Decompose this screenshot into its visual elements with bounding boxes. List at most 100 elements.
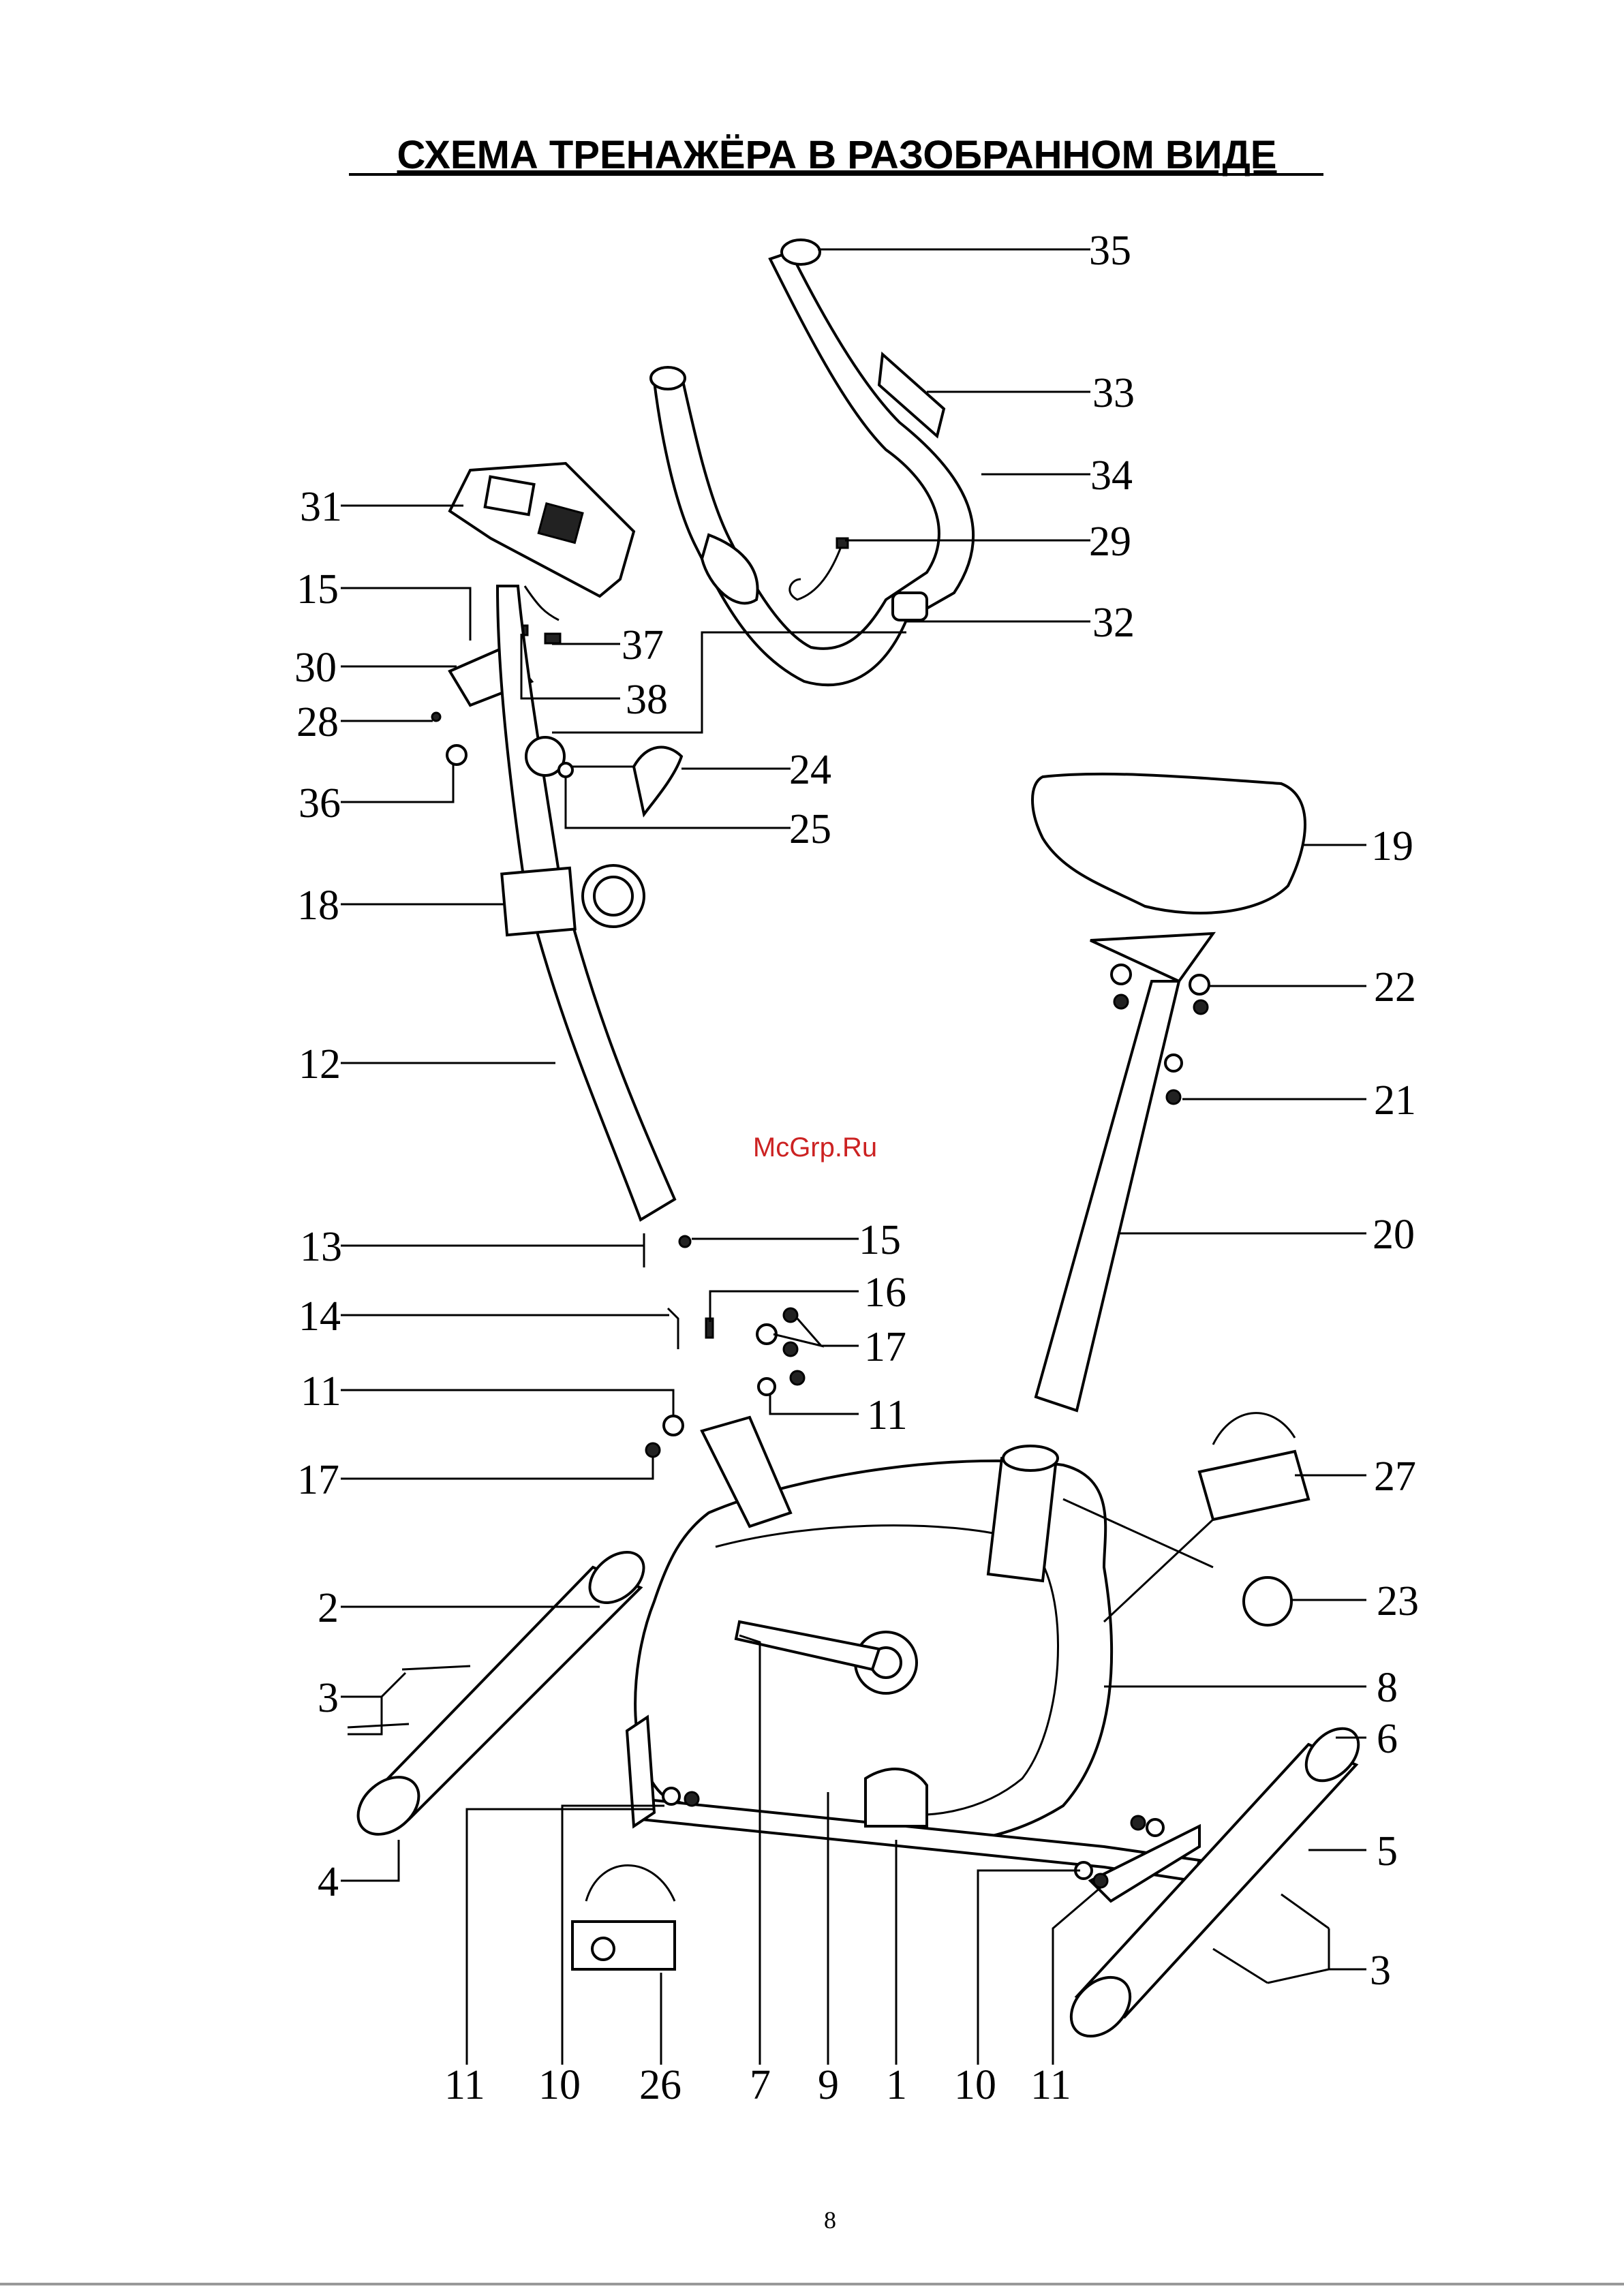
- bolt-17c: [791, 1371, 804, 1385]
- callout-11d: 11: [1030, 2062, 1071, 2108]
- nut-11a: [685, 1792, 699, 1806]
- bolt-3c: [1281, 1894, 1329, 1928]
- callout-38: 38: [626, 677, 668, 723]
- bolt-3d: [1213, 1949, 1268, 1983]
- handlebar-assembly: [651, 240, 973, 685]
- handlebar-frame: [654, 252, 973, 685]
- seat-assembly: [1032, 774, 1305, 1411]
- washer-rear: [1147, 1819, 1163, 1836]
- callout-36: 36: [298, 780, 341, 827]
- callout-17b: 17: [297, 1457, 339, 1503]
- callout-2: 2: [318, 1585, 339, 1631]
- callout-31: 31: [300, 484, 342, 530]
- handlebar-end-cap: [782, 240, 820, 264]
- callout-27: 27: [1374, 1453, 1416, 1500]
- tension-knob-inner: [594, 877, 632, 915]
- screw-28: [432, 713, 440, 721]
- callout-10b: 10: [954, 2062, 996, 2108]
- washer-22a: [1112, 965, 1131, 984]
- callout-16: 16: [864, 1269, 906, 1316]
- pedal-26-axle: [592, 1938, 614, 1960]
- page-number: 8: [824, 2206, 836, 2234]
- callout-3a: 3: [318, 1675, 339, 1721]
- callout-10a: 10: [538, 2062, 581, 2108]
- callout-29: 29: [1089, 519, 1131, 565]
- bolt-17a: [784, 1308, 797, 1322]
- callout-18: 18: [297, 882, 339, 929]
- callout-15b: 15: [859, 1217, 901, 1263]
- callout-35: 35: [1089, 228, 1131, 274]
- callout-22: 22: [1374, 964, 1416, 1011]
- pedal-strap-27: [1213, 1413, 1295, 1445]
- callout-33: 33: [1092, 370, 1135, 416]
- sensor-wire: [790, 545, 842, 600]
- callout-17a: 17: [864, 1324, 906, 1370]
- callout-11b: 11: [867, 1392, 908, 1438]
- washer-11b: [664, 1416, 683, 1435]
- callout-30: 30: [294, 645, 337, 691]
- handlebar-knob: [634, 747, 681, 814]
- screw-15b: [679, 1236, 690, 1247]
- callout-37: 37: [622, 622, 664, 668]
- callout-24: 24: [789, 747, 831, 793]
- main-frame: [627, 1417, 1291, 1901]
- washer-17a: [757, 1325, 776, 1344]
- callout-1: 1: [886, 2062, 907, 2108]
- frame-seat-tube: [988, 1458, 1056, 1581]
- washer-11a: [759, 1378, 775, 1395]
- seat-bracket: [1090, 934, 1213, 981]
- handlebar-sleeve: [893, 593, 927, 620]
- callout-11c: 11: [444, 2062, 485, 2108]
- tension-bracket: [502, 868, 574, 935]
- pedal-27: [1199, 1451, 1308, 1520]
- washer-10a: [663, 1788, 679, 1804]
- nut-21: [1167, 1090, 1180, 1104]
- handlebar-left-end: [651, 367, 685, 389]
- callout-26: 26: [639, 2062, 681, 2108]
- seat-adjust-knob: [1244, 1577, 1291, 1625]
- callout-21: 21: [1374, 1077, 1416, 1124]
- nut-22a: [1114, 995, 1128, 1008]
- knob-23-bolt: [1104, 1520, 1213, 1622]
- page-title: СХЕМА ТРЕНАЖЁРА В РАЗОБРАННОМ ВИДЕ: [397, 133, 1277, 177]
- bolt-3a: [402, 1666, 470, 1669]
- callout-34: 34: [1090, 452, 1133, 499]
- callout-9: 9: [818, 2062, 839, 2108]
- washer-36: [447, 745, 466, 765]
- cover-9: [865, 1769, 927, 1826]
- console-display: [485, 477, 534, 515]
- seat-post: [1036, 981, 1179, 1411]
- callout-23: 23: [1377, 1578, 1419, 1624]
- callout-14: 14: [298, 1293, 341, 1340]
- seat-tube-opening: [1003, 1446, 1058, 1470]
- callout-12: 12: [298, 1041, 341, 1088]
- callout-32: 32: [1092, 600, 1135, 646]
- callout-15: 15: [296, 566, 339, 613]
- pedal-strap-26: [586, 1866, 675, 1902]
- cable-plug-37: [545, 634, 560, 643]
- seat: [1032, 774, 1305, 913]
- callout-5: 5: [1377, 1828, 1398, 1875]
- bolt-3b: [348, 1724, 409, 1727]
- callout-28: 28: [296, 699, 339, 745]
- bolt-17d: [646, 1443, 660, 1457]
- pulse-sensor-left: [702, 535, 758, 603]
- callout-4: 4: [318, 1859, 339, 1905]
- callout-13: 13: [300, 1224, 342, 1270]
- pedal-26: [572, 1922, 675, 1969]
- washer-21: [1165, 1055, 1182, 1071]
- callout-8: 8: [1377, 1665, 1398, 1711]
- callout-6: 6: [1377, 1716, 1398, 1762]
- watermark: McGrp.Ru: [753, 1133, 877, 1162]
- bolt-17b: [784, 1342, 797, 1356]
- callout-7: 7: [750, 2062, 771, 2108]
- washer-22b: [1190, 975, 1209, 994]
- callout-3b: 3: [1370, 1947, 1391, 1994]
- nut-22b: [1194, 1000, 1208, 1014]
- callout-19: 19: [1371, 823, 1413, 869]
- callout-25: 25: [789, 806, 831, 852]
- wire-14: [668, 1308, 678, 1349]
- console-cable: [525, 586, 559, 620]
